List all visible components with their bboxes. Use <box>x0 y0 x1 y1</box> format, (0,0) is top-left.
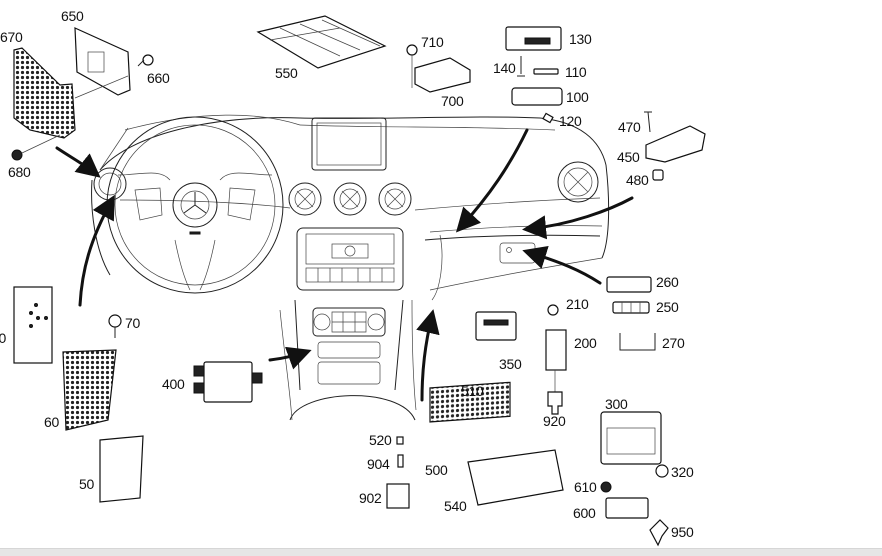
callout-600: 600 <box>573 505 596 521</box>
part-400-shape <box>203 361 253 403</box>
callout-510: 510 <box>461 383 484 399</box>
part-950-shape <box>649 519 669 547</box>
callout-700: 700 <box>441 93 464 109</box>
part-320-shape <box>655 464 669 478</box>
part-210-shape <box>547 304 559 316</box>
callout-610: 610 <box>574 479 597 495</box>
callout-250: 250 <box>656 299 679 315</box>
part-50-shape <box>99 435 144 503</box>
callout-540: 540 <box>444 498 467 514</box>
part-120-shape <box>542 112 554 124</box>
part-680-shape <box>11 149 23 161</box>
callout-110: 110 <box>565 64 587 80</box>
part-300-shape <box>600 411 662 465</box>
callout-130: 130 <box>569 31 592 47</box>
callout-550: 550 <box>275 65 298 81</box>
part-110-shape <box>533 68 559 75</box>
part-520-shape <box>396 436 404 445</box>
callout-320: 320 <box>671 464 694 480</box>
callout-70: 70 <box>125 315 140 331</box>
callout-140: 140 <box>493 60 516 76</box>
part-920-shape <box>547 391 563 415</box>
callout-660: 660 <box>147 70 170 86</box>
part-540-shape <box>467 449 564 506</box>
callout-902: 902 <box>359 490 382 506</box>
part-10-shape <box>13 286 53 364</box>
part-270-shape <box>619 333 656 351</box>
callout-10: 10 <box>0 330 6 346</box>
part-350-shape <box>475 311 517 341</box>
callout-450: 450 <box>617 149 640 165</box>
part-450-shape <box>645 125 706 163</box>
callout-710: 710 <box>421 34 444 50</box>
part-70-shape <box>108 314 122 338</box>
callout-470: 470 <box>618 119 641 135</box>
part-480-shape <box>652 169 664 181</box>
callout-904: 904 <box>367 456 390 472</box>
part-60-shape <box>62 349 117 431</box>
callout-650: 650 <box>61 8 84 24</box>
part-650-shape <box>74 27 131 96</box>
callout-100: 100 <box>566 89 589 105</box>
part-710-shape <box>406 44 418 88</box>
callout-60: 60 <box>44 414 59 430</box>
callout-260: 260 <box>656 274 679 290</box>
part-610-shape <box>600 481 612 493</box>
part-140-shape <box>517 56 525 77</box>
callout-300: 300 <box>605 396 628 412</box>
callout-920: 920 <box>543 413 566 429</box>
callout-200: 200 <box>574 335 597 351</box>
part-550-shape <box>256 15 387 69</box>
part-470-shape <box>644 111 652 133</box>
callout-350: 350 <box>499 356 522 372</box>
part-100-shape <box>511 87 563 106</box>
part-670-shape <box>13 47 76 139</box>
part-660-shape <box>137 54 154 67</box>
part-260-shape <box>606 276 652 293</box>
dashboard-illustration <box>91 114 610 421</box>
part-904-shape <box>397 454 404 468</box>
part-700-shape <box>414 57 471 93</box>
callout-210: 210 <box>566 296 589 312</box>
callout-270: 270 <box>662 335 685 351</box>
callout-120: 120 <box>559 113 582 129</box>
assembly-arrows <box>55 128 634 402</box>
callout-950: 950 <box>671 524 694 540</box>
part-500-shape <box>429 381 511 423</box>
bottom-border-strip <box>0 548 882 556</box>
callout-480: 480 <box>626 172 649 188</box>
callout-500: 500 <box>425 462 448 478</box>
callout-400: 400 <box>162 376 185 392</box>
part-200-shape <box>545 329 567 371</box>
callout-680: 680 <box>8 164 31 180</box>
part-902-shape <box>386 483 410 509</box>
callout-670: 670 <box>0 29 23 45</box>
part-600-shape <box>605 497 649 519</box>
callout-520: 520 <box>369 432 392 448</box>
callout-50: 50 <box>79 476 94 492</box>
